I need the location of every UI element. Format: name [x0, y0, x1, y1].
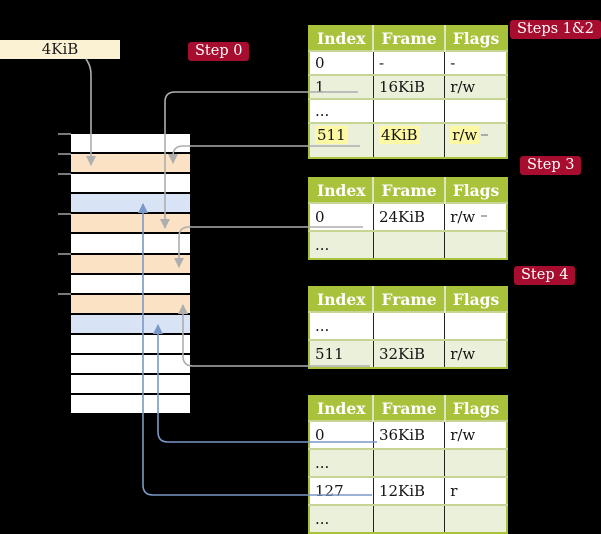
memory-row-20kib: [71, 234, 190, 253]
address-tick: [58, 133, 71, 135]
table-header-row: Index Frame Flags: [309, 287, 508, 312]
badge-step-4: Step 4: [514, 266, 576, 285]
cell-flags: [444, 98, 508, 123]
address-tick: [58, 293, 71, 295]
memory-row-52kib: [71, 395, 190, 414]
header-flags: Flags: [443, 287, 508, 312]
cell-flags: r/w: [444, 202, 508, 231]
table-row: 0 24KiB r/w: [309, 202, 508, 231]
memory-row-12kib: [71, 194, 190, 213]
address-tick: [58, 153, 71, 155]
cell-frame: -: [372, 50, 445, 75]
highlight: 4KiB: [378, 126, 420, 144]
table-row-ellipsis: ...: [309, 230, 508, 259]
cell-frame: 24KiB: [372, 202, 445, 231]
header-flags: Flags: [443, 396, 508, 421]
table-row: 1 16KiB r/w: [309, 74, 508, 99]
highlight: 511: [315, 126, 348, 144]
cell-flags: r/w: [444, 420, 508, 449]
table-header-row: Index Frame Flags: [309, 26, 508, 51]
page-table-3: Index Frame Flags ... 511 32KiB r/w: [308, 286, 509, 369]
header-frame: Frame: [372, 287, 445, 312]
header-frame: Frame: [372, 396, 445, 421]
memory-row-40kib: [71, 334, 190, 354]
cell-index: 1: [309, 74, 374, 99]
cell-flags: r/w: [444, 122, 508, 158]
header-flags: Flags: [443, 178, 508, 203]
cell-index: 511: [309, 122, 374, 158]
cell-frame: 4KiB: [372, 122, 445, 158]
cell-index: 0: [309, 202, 374, 231]
cell-flags: r/w: [444, 339, 508, 368]
cell-flags: -: [444, 50, 508, 75]
cell-frame: [372, 311, 445, 340]
highlight: r/w: [450, 126, 480, 144]
cell-frame: 12KiB: [372, 476, 445, 505]
cell-flags: [444, 448, 508, 477]
table-row: 0 36KiB r/w: [309, 420, 508, 449]
table-row: 0 - -: [309, 50, 508, 75]
memory-row-16kib: [71, 214, 190, 233]
cell-index: ...: [309, 311, 374, 340]
table-row-highlighted: 511 4KiB r/w: [309, 122, 508, 158]
frame-size-label: 4KiB: [0, 40, 120, 59]
address-tick: [58, 253, 71, 255]
cell-frame: [372, 230, 445, 259]
header-frame: Frame: [372, 178, 445, 203]
badge-step-3: Step 3: [520, 156, 582, 175]
cell-index: ...: [309, 504, 374, 533]
cell-frame: [372, 504, 445, 533]
address-tick: [58, 173, 71, 175]
memory-row-32kib: [71, 294, 190, 313]
memory-row-0kib: [71, 134, 190, 153]
memory-row-24kib: [71, 254, 190, 273]
memory-row-36kib: [71, 314, 190, 333]
cell-index: 511: [309, 339, 374, 368]
page-table-2: Index Frame Flags 0 24KiB r/w ...: [308, 177, 509, 260]
table-header-row: Index Frame Flags: [309, 396, 508, 421]
cell-index: ...: [309, 98, 374, 123]
cell-index: 0: [309, 50, 374, 75]
table-row-ellipsis: ...: [309, 448, 508, 477]
header-index: Index: [309, 178, 374, 203]
header-index: Index: [309, 26, 374, 51]
cell-flags: [444, 504, 508, 533]
page-table-1: Index Frame Flags 0 - - 1 16KiB r/w ... …: [308, 25, 509, 159]
header-index: Index: [309, 287, 374, 312]
header-index: Index: [309, 396, 374, 421]
table-row-ellipsis: ...: [309, 311, 508, 340]
cell-frame: [372, 448, 445, 477]
cell-frame: 32KiB: [372, 339, 445, 368]
cell-index: 0: [309, 420, 374, 449]
memory-row-44kib: [71, 355, 190, 374]
memory-row-48kib: [71, 375, 190, 394]
memory-row-28kib: [71, 274, 190, 293]
cell-frame: 36KiB: [372, 420, 445, 449]
address-tick: [58, 213, 71, 215]
cell-frame: 16KiB: [372, 74, 445, 99]
page-table-4: Index Frame Flags 0 36KiB r/w ... 127 12…: [308, 395, 509, 534]
memory-row-4kib: [71, 154, 190, 173]
header-frame: Frame: [372, 26, 445, 51]
cell-flags: [444, 311, 508, 340]
header-flags: Flags: [443, 26, 508, 51]
cell-index: ...: [309, 448, 374, 477]
cell-index: ...: [309, 230, 374, 259]
table-row: 127 12KiB r: [309, 476, 508, 505]
physical-memory-column: [71, 134, 190, 414]
badge-step-0: Step 0: [188, 42, 250, 61]
table-row: 511 32KiB r/w: [309, 339, 508, 368]
badge-steps-1-2: Steps 1&2: [510, 20, 601, 39]
cell-index: 127: [309, 476, 374, 505]
cell-flags: r: [444, 476, 508, 505]
memory-row-8kib: [71, 174, 190, 193]
cell-frame: [372, 98, 445, 123]
table-row-ellipsis: ...: [309, 98, 508, 123]
table-header-row: Index Frame Flags: [309, 178, 508, 203]
cell-flags: [444, 230, 508, 259]
cell-flags: r/w: [444, 74, 508, 99]
table-row-ellipsis: ...: [309, 504, 508, 533]
